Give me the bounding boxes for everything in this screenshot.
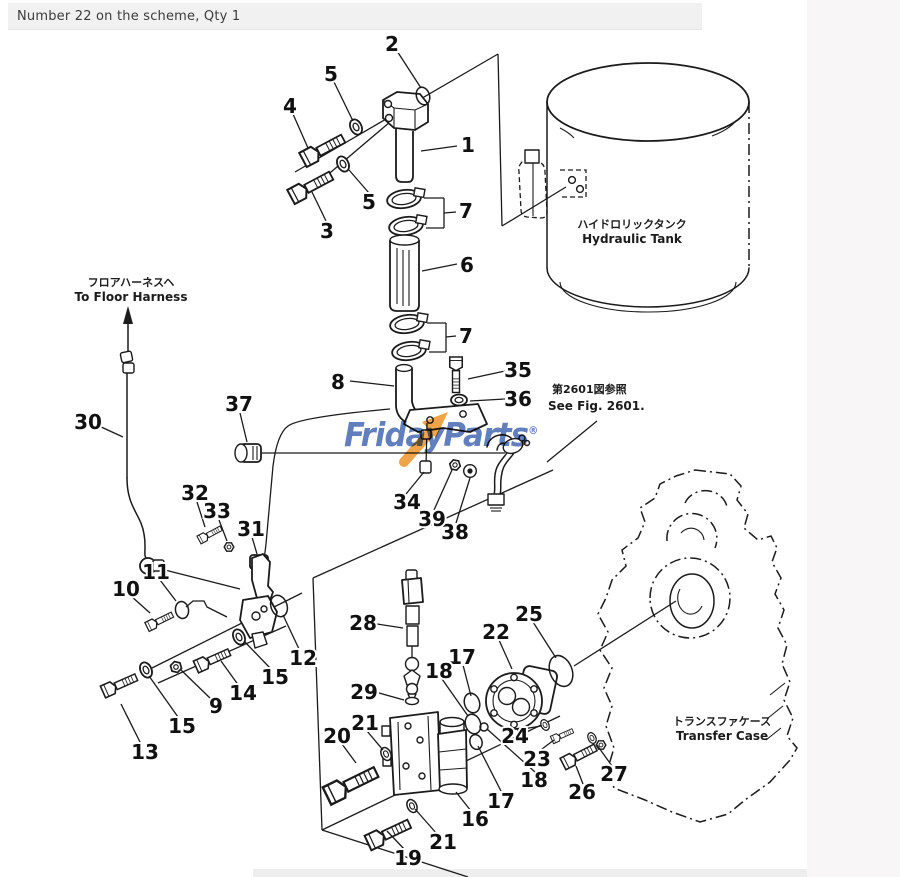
part-label-4: 4 — [283, 94, 297, 118]
alignment-lines — [151, 53, 677, 877]
part-label-14: 14 — [229, 681, 257, 705]
part-label-26: 26 — [568, 780, 596, 804]
see-fig-label-jp: 第2601図参照 — [552, 382, 627, 396]
part-label-18: 18 — [425, 659, 453, 683]
floor-harness-label-en: To Floor Harness — [75, 290, 188, 304]
part-label-12: 12 — [289, 646, 317, 670]
part-label-6: 6 — [460, 253, 474, 277]
elbow-fitting-assembly — [286, 86, 431, 206]
part-label-29: 29 — [350, 680, 378, 704]
right-margin — [807, 0, 900, 877]
part-label-34: 34 — [393, 490, 421, 514]
part-label-21: 21 — [351, 711, 379, 735]
part-label-31: 31 — [237, 517, 265, 541]
part-label-8: 8 — [331, 370, 345, 394]
part-label-9: 9 — [209, 694, 223, 718]
header-bar: Number 22 on the scheme, Qty 1 — [8, 3, 702, 30]
text-annotations: フロアハーネスヘ To Floor Harness ハイドロリックタンク Hyd… — [75, 218, 772, 743]
watermark-arrow-icon — [399, 412, 448, 467]
part-label-13: 13 — [131, 740, 159, 764]
part-label-5: 5 — [324, 62, 338, 86]
page-title: Number 22 on the scheme, Qty 1 — [17, 8, 241, 24]
control-valve — [321, 711, 468, 852]
see-fig-label-en: See Fig. 2601. — [548, 399, 645, 413]
part-label-11: 11 — [142, 560, 170, 584]
transfer-case-label-jp: トランスファケース — [673, 715, 771, 728]
part-label-7: 7 — [459, 324, 473, 348]
watermark-registered-mark: ® — [528, 424, 538, 437]
part-label-25: 25 — [515, 602, 543, 626]
transfer-case-label-en: Transfer Case — [676, 729, 768, 743]
part-label-20: 20 — [323, 724, 351, 748]
part-label-5: 5 — [362, 190, 376, 214]
part-label-17: 17 — [487, 789, 515, 813]
part-label-3: 3 — [320, 219, 334, 243]
part-label-35: 35 — [504, 358, 532, 382]
part-label-36: 36 — [504, 387, 532, 411]
part-label-1: 1 — [461, 133, 475, 157]
part-label-2: 2 — [385, 32, 399, 56]
part-label-37: 37 — [225, 392, 253, 416]
part-label-27: 27 — [600, 762, 628, 786]
part-label-21: 21 — [429, 830, 457, 854]
part-label-15: 15 — [261, 665, 289, 689]
hydraulic-tank-label-en: Hydraulic Tank — [582, 232, 683, 246]
part-label-24: 24 — [501, 724, 529, 748]
part-label-32: 32 — [181, 481, 209, 505]
leader-lines — [98, 50, 613, 851]
part-label-39: 39 — [418, 507, 446, 531]
part-label-23: 23 — [523, 747, 551, 771]
part-label-33: 33 — [203, 499, 231, 523]
valve-orings — [463, 692, 489, 751]
part-label-17: 17 — [448, 645, 476, 669]
part-label-19: 19 — [394, 846, 422, 870]
part-label-16: 16 — [461, 807, 489, 831]
hydraulic-tank-label-jp: ハイドロリックタンク — [577, 218, 686, 231]
part-label-22: 22 — [482, 620, 510, 644]
part-label-28: 28 — [349, 611, 377, 635]
hose-and-clamps — [384, 185, 434, 429]
floor-harness-label-jp: フロアハーネスヘ — [88, 276, 175, 289]
part-label-15: 15 — [168, 714, 196, 738]
part-label-38: 38 — [441, 520, 469, 544]
part-label-10: 10 — [112, 577, 140, 601]
gear-pump — [485, 654, 607, 771]
bottom-margin — [253, 869, 807, 877]
harness-and-lever — [99, 306, 289, 699]
part-label-18: 18 — [520, 768, 548, 792]
hydraulic-tank-drawing — [518, 62, 750, 313]
part-label-7: 7 — [459, 199, 473, 223]
sensor-chain — [401, 569, 424, 706]
part-labels: 1234556778910111213141515161717181819202… — [72, 30, 630, 872]
transfer-case-drawing — [597, 469, 798, 823]
part-label-30: 30 — [74, 410, 102, 434]
